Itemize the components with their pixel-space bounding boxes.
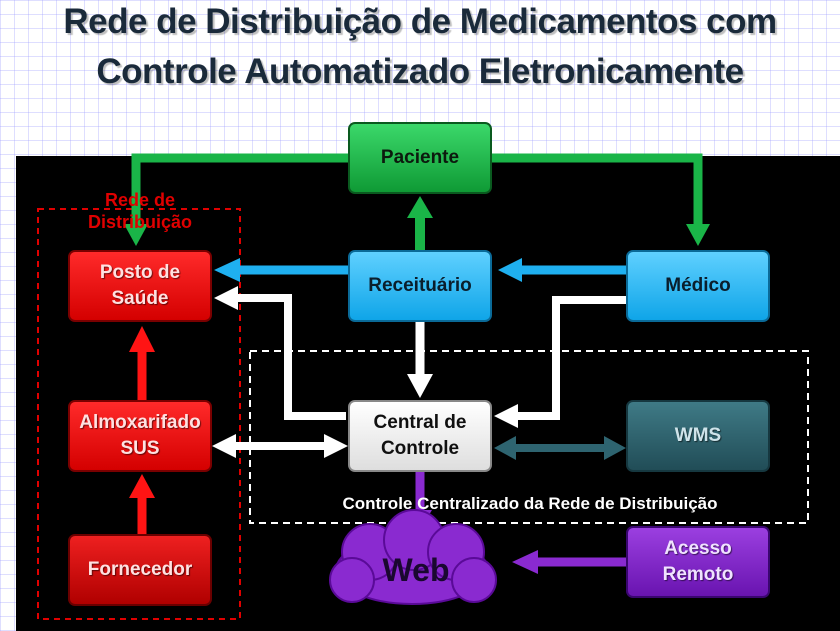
node-posto-de-saude[interactable]: Posto de Saúde bbox=[68, 250, 212, 322]
web-cloud bbox=[329, 509, 497, 605]
arrow-paciente-medico bbox=[492, 153, 703, 226]
arrow-paciente-posto bbox=[131, 153, 350, 226]
title-line-1: Rede de Distribuição de Medicamentos com bbox=[63, 2, 777, 41]
title-line-2: Controle Automatizado Eletronicamente bbox=[96, 52, 744, 91]
node-wms[interactable]: WMS bbox=[626, 400, 770, 472]
controle-group-border bbox=[249, 350, 809, 524]
rede-group-label: Rede de Distribuição bbox=[87, 190, 193, 232]
controle-group-label: Controle Centralizado da Rede de Distrib… bbox=[342, 494, 718, 513]
arrow-central-posto bbox=[236, 294, 346, 420]
node-receituario[interactable]: Receituário bbox=[348, 250, 492, 322]
node-medico[interactable]: Médico bbox=[626, 250, 770, 322]
node-paciente[interactable]: Paciente bbox=[348, 122, 492, 194]
node-almoxarifado-sus[interactable]: Almoxarifado SUS bbox=[68, 400, 212, 472]
arrow-medico-central bbox=[516, 296, 626, 420]
node-central-de-controle[interactable]: Central de Controle bbox=[348, 400, 492, 472]
node-fornecedor[interactable]: Fornecedor bbox=[68, 534, 212, 606]
node-acesso-remoto[interactable]: Acesso Remoto bbox=[626, 526, 770, 598]
node-web[interactable]: Web bbox=[382, 551, 450, 588]
